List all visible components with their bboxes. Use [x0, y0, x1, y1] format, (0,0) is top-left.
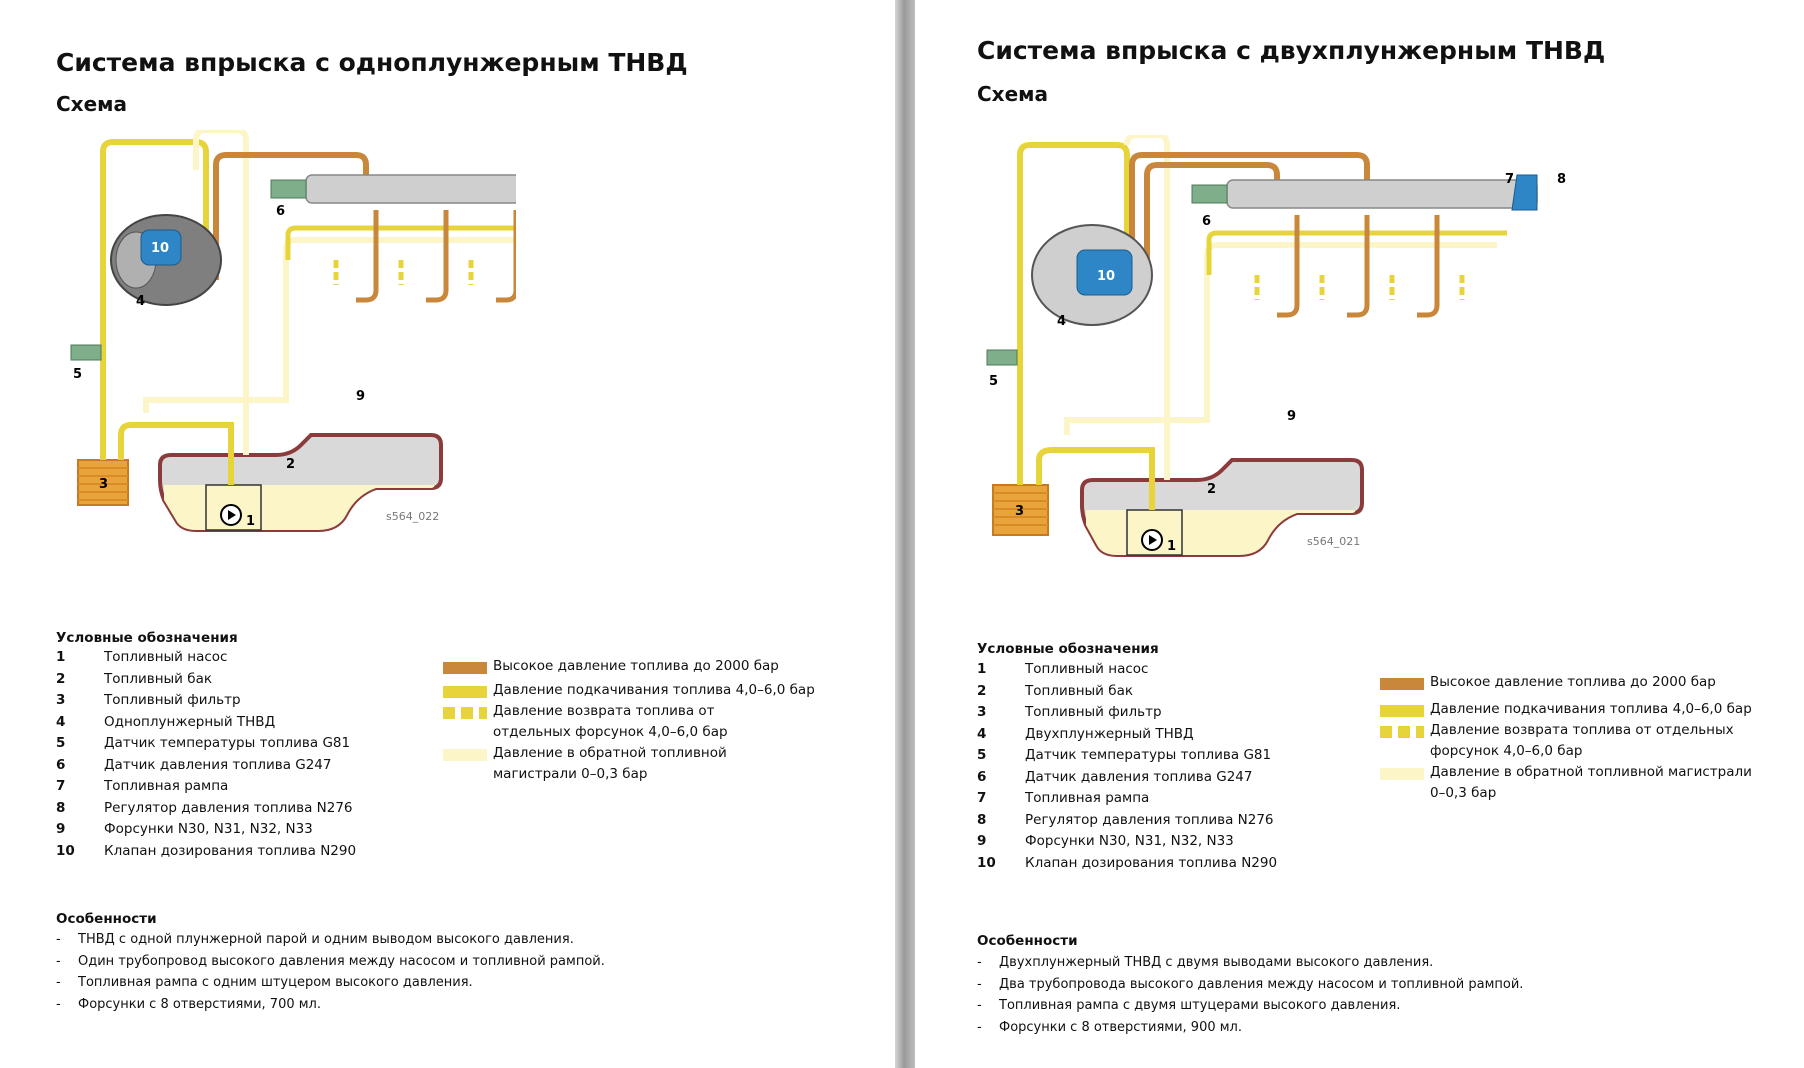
label-3: 3 — [1015, 504, 1024, 519]
temperature-sensor — [70, 344, 102, 361]
pressure-sensor — [270, 179, 307, 199]
pressure-regulator — [1511, 174, 1538, 211]
label-1: 1 — [1167, 539, 1176, 554]
swatch-feed — [443, 686, 487, 698]
feature-item: Форсунки с 8 отверстиями, 700 мл. — [56, 994, 605, 1016]
feature-item: Два трубопровода высокого давления между… — [977, 974, 1523, 996]
metering-valve — [140, 229, 182, 266]
feature-item: ТНВД с одной плунжерной парой и одним вы… — [56, 929, 605, 951]
features-list: ТНВД с одной плунжерной парой и одним вы… — [56, 929, 605, 1015]
swatch-low — [443, 749, 487, 761]
swatch-high — [443, 662, 487, 674]
fuel-system-diagram: 1 2 3 4 5 6 7 8 9 10 s564_022 — [70, 130, 516, 532]
page-subtitle: Схема — [56, 92, 127, 116]
features-list: Двухплунжерный ТНВД с двумя выводами выс… — [977, 952, 1523, 1038]
label-4: 4 — [136, 294, 145, 309]
label-9: 9 — [356, 389, 365, 404]
key-high-pressure: Высокое давление топлива до 2000 бар — [443, 656, 823, 677]
label-3: 3 — [99, 477, 108, 492]
image-code: s564_021 — [1307, 535, 1360, 548]
feature-item: Двухплунжерный ТНВД с двумя выводами выс… — [977, 952, 1523, 974]
features-heading: Особенности — [56, 911, 157, 927]
key-feed-pressure: Давление подкачивания топлива 4,0–6,0 ба… — [443, 680, 823, 701]
feature-item: Один трубопровод высокого давления между… — [56, 951, 605, 973]
label-6: 6 — [276, 204, 285, 219]
feed-line — [1017, 142, 1130, 485]
key-high-pressure: Высокое давление топлива до 2000 бар — [1380, 672, 1760, 693]
label-10: 10 — [1097, 269, 1115, 284]
key-low-return: Давление в обратной топливной магистрали… — [443, 743, 783, 785]
fuel-rail — [1226, 179, 1538, 209]
label-4: 4 — [1057, 314, 1066, 329]
label-1: 1 — [246, 514, 255, 529]
legend-heading: Условные обозначения — [977, 641, 1159, 657]
key-feed-pressure: Давление подкачивания топлива 4,0–6,0 ба… — [1380, 699, 1760, 720]
temperature-sensor — [986, 349, 1018, 366]
metering-valve — [1076, 249, 1133, 296]
pressure-key: Высокое давление топлива до 2000 бар Дав… — [443, 656, 823, 785]
high-pressure-pump — [110, 214, 222, 306]
key-return-pressure: Давление возврата топлива от отдельных ф… — [443, 701, 783, 743]
image-code: s564_022 — [386, 510, 439, 523]
key-return-pressure: Давление возврата топлива от отдельных ф… — [1380, 720, 1740, 762]
page-gutter — [895, 0, 915, 1068]
label-6: 6 — [1202, 214, 1211, 229]
label-10: 10 — [151, 241, 169, 256]
label-9: 9 — [1287, 409, 1296, 424]
label-2: 2 — [1207, 482, 1216, 497]
features-heading: Особенности — [977, 933, 1078, 949]
swatch-return — [1380, 726, 1424, 738]
label-7: 7 — [1505, 172, 1514, 187]
swatch-return — [443, 707, 487, 719]
label-2: 2 — [286, 457, 295, 472]
pressure-sensor — [1191, 184, 1228, 204]
page-subtitle: Схема — [977, 82, 1048, 106]
right-page: Система впрыска с двухплунжерным ТНВД Сх… — [915, 0, 1804, 1068]
label-5: 5 — [989, 374, 998, 389]
label-5: 5 — [73, 367, 82, 382]
legend-heading: Условные обозначения — [56, 630, 238, 646]
label-8: 8 — [1557, 172, 1566, 187]
high-pressure-pump — [1031, 224, 1153, 326]
key-low-return: Давление в обратной топливной магистрали… — [1380, 762, 1755, 804]
high-pressure-line — [1129, 152, 1370, 265]
page-title: Система впрыска с одноплунжерным ТНВД — [56, 48, 688, 77]
swatch-feed — [1380, 705, 1424, 717]
feature-item: Топливная рампа с двумя штуцерами высоко… — [977, 995, 1523, 1017]
swatch-low — [1380, 768, 1424, 780]
feature-item: Форсунки с 8 отверстиями, 900 мл. — [977, 1017, 1523, 1039]
feature-item: Топливная рампа с одним штуцером высоког… — [56, 972, 605, 994]
swatch-high — [1380, 678, 1424, 690]
fuel-system-diagram: 1 2 3 4 5 6 7 8 9 10 s564_021 — [986, 135, 1566, 557]
feed-line — [100, 139, 209, 460]
high-pressure-line — [213, 152, 369, 280]
fuel-rail — [305, 174, 516, 204]
pressure-key: Высокое давление топлива до 2000 бар Дав… — [1380, 672, 1760, 804]
page-title: Система впрыска с двухплунжерным ТНВД — [977, 36, 1606, 65]
left-page: Система впрыска с одноплунжерным ТНВД Сх… — [0, 0, 895, 1068]
